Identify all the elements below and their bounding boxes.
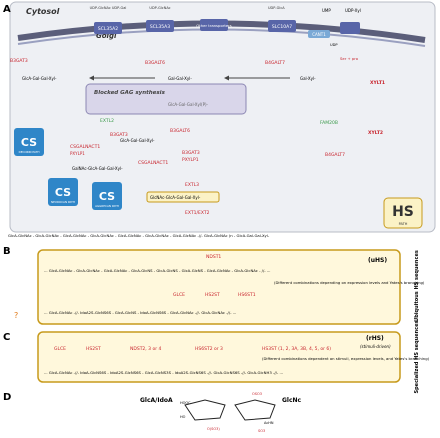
cytosol-label: Cytosol: [26, 7, 60, 16]
pxylp1-label: PXYLP1: [182, 157, 199, 163]
ump-label: UMP: [322, 8, 331, 13]
rhs-box: [37, 331, 401, 383]
blocked-gag-box: [85, 83, 247, 115]
rhs-hs2st: HS2ST: [86, 346, 101, 352]
rhs-hs6st: HS6ST2 or 3: [195, 346, 223, 352]
blocked-gag-label: Blocked GAG synthesis: [94, 90, 166, 96]
transporter-scl35a2: SCL35A2 UDP-GlcNAc UDP-Gal: [90, 6, 127, 34]
b3gat3-low: B3GAT3: [182, 150, 200, 156]
b3galt6-top: B3GALT6: [145, 60, 165, 66]
ser-pro-label: Ser + pro: [340, 56, 359, 61]
extl3-label: EXTL3: [185, 182, 199, 188]
transporter-slc10a7: SLC10A7 UDP-GlcA: [268, 6, 296, 32]
xylt2-label: XYLT2: [368, 130, 383, 136]
uhs-hs2st: HS2ST: [205, 292, 220, 298]
cs-neurocan-icon: CS NEUROCAN PATH: [48, 178, 78, 206]
b4galt7-mid: B4GALT7: [325, 152, 345, 158]
uhs-tag: (uHS): [368, 257, 387, 264]
fam20b-label: FAM20B: [320, 120, 338, 126]
transporter-sugars: UDP-GlcNAc UDP-Gal: [90, 6, 127, 10]
achn-label: AcHN: [264, 421, 274, 425]
transporter-sugars: UDP-GlcNAc: [149, 6, 170, 10]
rhs-chain: ... GlcA-GlcNAc -//- IdoA-GlcNS6S - IdoA…: [44, 370, 283, 375]
ho-label: HO: [180, 415, 186, 419]
chain-top-mid: Gal-Gal-Xyl-: [168, 76, 192, 81]
cs-decorin-path: DECORIN PATH: [19, 150, 40, 154]
b3galt6-mid: B3GALT6: [170, 128, 190, 134]
uhs-note: (Different combinations depending on exp…: [274, 280, 425, 285]
rhs-note: (Different combinations dependent on sti…: [262, 356, 430, 361]
udp-label: UDP: [330, 43, 338, 47]
chain-top-tetra: GlcA-Gal-Gal-Xyl-: [22, 76, 57, 81]
cs-aggrecan-icon: CS AGGRECAN PATH: [92, 182, 122, 210]
cs-decorin-icon: CS DECORIN PATH: [14, 128, 44, 156]
xylt1-label: XYLT1: [370, 80, 385, 86]
transporter-name: SCL35A2: [98, 26, 118, 32]
question-mark: ?: [14, 311, 18, 320]
uhs-box: [37, 249, 401, 325]
transporter-sugars: UDP-GlcA: [268, 6, 285, 10]
chain-mid: GlcA-Gal-Gal-Xyl-: [120, 138, 155, 143]
uhs-chain1: ... GlcA-GlcNAc - GlcA-GlcNAc - GlcA-Glc…: [44, 268, 270, 273]
oso3-label: OSO3: [252, 392, 262, 396]
cant1-label: CANT1: [312, 32, 326, 37]
rhs-glce: GLCE: [54, 346, 66, 352]
cs-aggrecan-path: AGGRECAN PATH: [95, 204, 119, 208]
b3gat3-top: B3GAT3: [10, 58, 28, 64]
csgalnact1-b: CSGALNACT1: [138, 160, 168, 166]
rhs-tag: (rHS): [366, 335, 384, 342]
hs-path-icon: HS PATH: [383, 197, 423, 229]
extl2-label: EXTL2: [100, 118, 114, 124]
udp-xyl-transporter: [340, 22, 360, 34]
glca-ido-label: GlcA/IdoA: [140, 397, 173, 404]
uhs-glce: GLCE: [173, 292, 185, 298]
rhs-side-label: Specialized HS sequences: [414, 320, 420, 393]
chain-galnac: GalNAc-GlcA-Gal-Gal-Xyl-: [72, 166, 123, 171]
disaccharide-structure: [184, 399, 276, 421]
b4galt7-top: B4GALT7: [265, 60, 285, 66]
panel-d-label: D: [3, 392, 11, 403]
blocked-chain: GlcA-Gal-Gal-Xyl(P)-: [168, 102, 209, 107]
uhs-hs6st1: HS6ST1: [238, 292, 256, 298]
panel-c-label: C: [3, 332, 10, 343]
b3gat3-mid: B3GAT3: [110, 132, 128, 138]
chain-top-gal: Gal-Xyl-: [300, 76, 316, 81]
transporter-name: SLC10A7: [272, 24, 292, 30]
ext12-label: EXT1/EXT2: [185, 210, 210, 216]
cs-neurocan-path: NEUROCAN PATH: [51, 200, 75, 204]
pxylp1-b: PXYLP1: [70, 151, 85, 156]
rhs-hs3st: HS3ST (1, 2, 3A, 3B, 4, 5, or 6): [262, 346, 331, 352]
rhs-ndst: NDST2, 3 or 4: [130, 346, 161, 352]
transporter-name: Other transporters: [196, 23, 231, 28]
transporter-scl35a3: SCL35A3 UDP-GlcNAc: [146, 6, 174, 32]
panel-a-box: [9, 1, 436, 233]
cant1-box: [308, 30, 330, 38]
cs-decorin-title: CS: [21, 136, 37, 149]
nso3-label: SO3: [258, 429, 265, 433]
panel-b-label: B: [3, 246, 11, 257]
chain-glcnac: GlcNAc-GlcA-Gal-Gal-Xyl-: [150, 195, 201, 200]
hs-path-label: PATH: [399, 222, 408, 226]
hs-chain: GlcA-GlcNAc - GlcA-GlcNAc - GlcA-GlcNAc …: [8, 233, 270, 238]
uhs-side-label: Ubiquitous HS sequences: [414, 250, 420, 322]
o-so3-label: O(SO3): [207, 427, 220, 431]
rhs-subtitle: (stimuli-driven): [360, 344, 391, 349]
glcnac-box: [146, 191, 220, 203]
transporter-other: Other transporters: [196, 19, 232, 31]
cs-aggrecan-title: CS: [99, 190, 115, 203]
ndst1-label: NDST1: [206, 254, 221, 260]
panel-a-label: A: [3, 4, 11, 15]
transporter-name: SCL35A3: [150, 24, 170, 30]
hooc-label: HOOC: [180, 401, 191, 405]
csgalnact1-a: CSGALNACT1: [70, 144, 100, 150]
golgi-label: Golgi: [96, 32, 117, 40]
cs-neurocan-title: CS: [55, 186, 71, 199]
uhs-chain2: ... GlcA-GlcNAc -//- IdoA2S-GlcNS6S - Gl…: [44, 310, 236, 315]
udp-xyl-label: UDP-Xyl: [345, 8, 361, 13]
hs-path-title: HS: [392, 204, 414, 220]
glcnc-label: GlcNc: [282, 397, 302, 404]
